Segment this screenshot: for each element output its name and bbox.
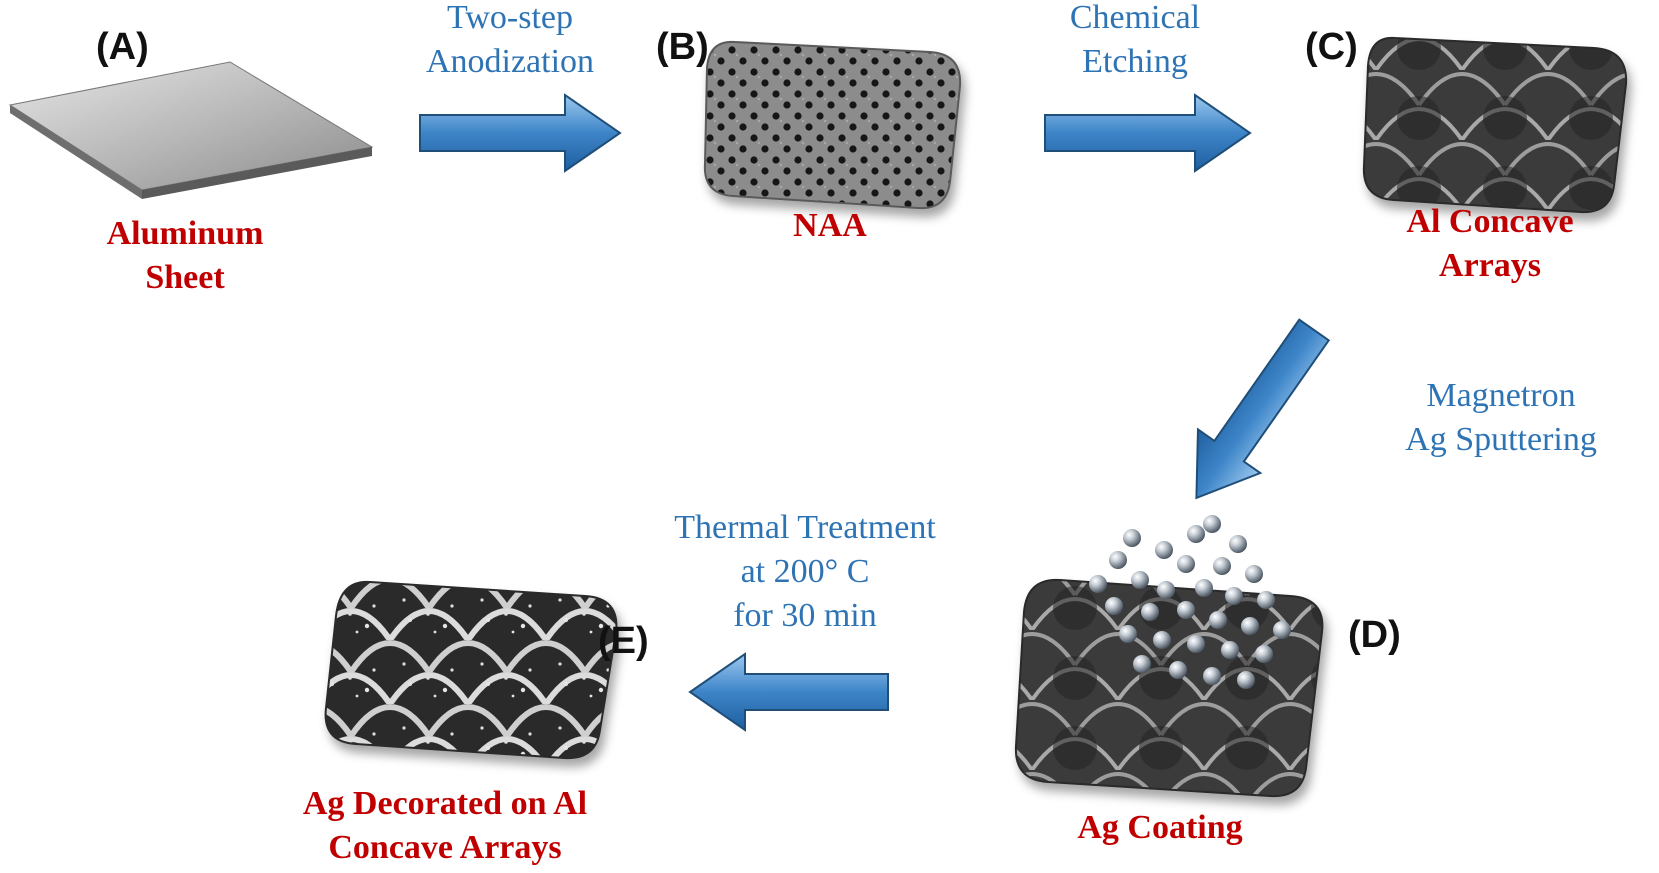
- process-thermal-label: Thermal Treatment at 200° C for 30 min: [650, 506, 960, 638]
- stage-e-name-line1: Ag Decorated on Al: [302, 785, 588, 822]
- stage-b-name-line1: NAA: [793, 207, 867, 244]
- arrow-sputtering: [1195, 318, 1331, 500]
- process-thermal-line2: at 200° C: [740, 553, 870, 590]
- porous-alumina-icon: [703, 40, 962, 210]
- process-anodization-label: Two-step Anodization: [400, 0, 620, 84]
- process-thermal-line3: for 30 min: [733, 597, 877, 634]
- concave-array-icon: [1362, 36, 1628, 214]
- process-thermal-line1: Thermal Treatment: [674, 509, 936, 546]
- process-etching-line2: Etching: [1082, 43, 1188, 80]
- stage-e-name: Ag Decorated on Al Concave Arrays: [265, 782, 625, 870]
- stage-d-name-line1: Ag Coating: [1077, 809, 1243, 846]
- process-sputtering-line1: Magnetron: [1426, 377, 1576, 414]
- tag-d: (D): [1348, 614, 1401, 656]
- decorated-array-icon: [324, 580, 618, 760]
- process-anodization-line2: Anodization: [425, 43, 595, 80]
- tag-c: (C): [1305, 26, 1358, 68]
- tag-e: (E): [598, 620, 649, 662]
- stage-e-name-line2: Concave Arrays: [328, 829, 562, 866]
- stage-c-name-line1: Al Concave: [1406, 203, 1574, 240]
- stage-a-name: Aluminum Sheet: [80, 212, 290, 300]
- process-sputtering-line2: Ag Sputtering: [1405, 421, 1597, 458]
- aluminum-sheet-icon: [8, 61, 374, 199]
- tag-a: (A): [96, 26, 149, 68]
- tag-b: (B): [656, 26, 709, 68]
- process-sputtering-label: Magnetron Ag Sputtering: [1376, 374, 1626, 462]
- stage-a-name-line1: Aluminum: [106, 215, 264, 252]
- stage-c-name: Al Concave Arrays: [1370, 200, 1610, 288]
- process-etching-label: Chemical Etching: [1040, 0, 1230, 84]
- process-etching-line1: Chemical: [1069, 0, 1201, 36]
- stage-c-name-line2: Arrays: [1439, 247, 1541, 284]
- stage-b-name: NAA: [760, 204, 900, 248]
- arrow-thermal: [688, 652, 889, 732]
- arrow-anodization: [419, 93, 622, 173]
- stage-a-name-line2: Sheet: [145, 259, 225, 296]
- arrow-etching: [1044, 93, 1252, 173]
- ag-particles-icon: [1014, 515, 1324, 798]
- process-anodization-line1: Two-step: [446, 0, 574, 36]
- stage-d-name: Ag Coating: [1040, 806, 1280, 850]
